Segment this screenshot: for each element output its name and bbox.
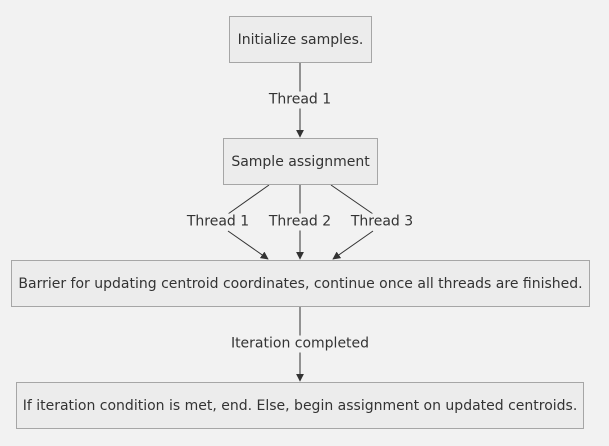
- edge-label-thread-2: Thread 2: [267, 213, 333, 231]
- node-sample-assignment-label: Sample assignment: [231, 153, 370, 170]
- node-iteration-check-label: If iteration condition is met, end. Else…: [22, 397, 578, 414]
- node-initialize-samples: Initialize samples.: [229, 16, 372, 63]
- edge-assign-to-barrier-thread-1: [227, 184, 269, 259]
- edge-assign-to-barrier-thread-3: [331, 184, 374, 259]
- node-iteration-check: If iteration condition is met, end. Else…: [16, 382, 584, 429]
- node-barrier: Barrier for updating centroid coordinate…: [11, 260, 590, 307]
- node-barrier-label: Barrier for updating centroid coordinate…: [18, 275, 583, 292]
- node-sample-assignment: Sample assignment: [223, 138, 378, 185]
- edge-label-thread-3: Thread 3: [349, 213, 415, 231]
- edge-label-iteration-completed: Iteration completed: [229, 335, 371, 353]
- edge-label-init-to-assign: Thread 1: [267, 91, 333, 109]
- edge-label-thread-1: Thread 1: [185, 213, 251, 231]
- node-initialize-samples-label: Initialize samples.: [237, 31, 364, 48]
